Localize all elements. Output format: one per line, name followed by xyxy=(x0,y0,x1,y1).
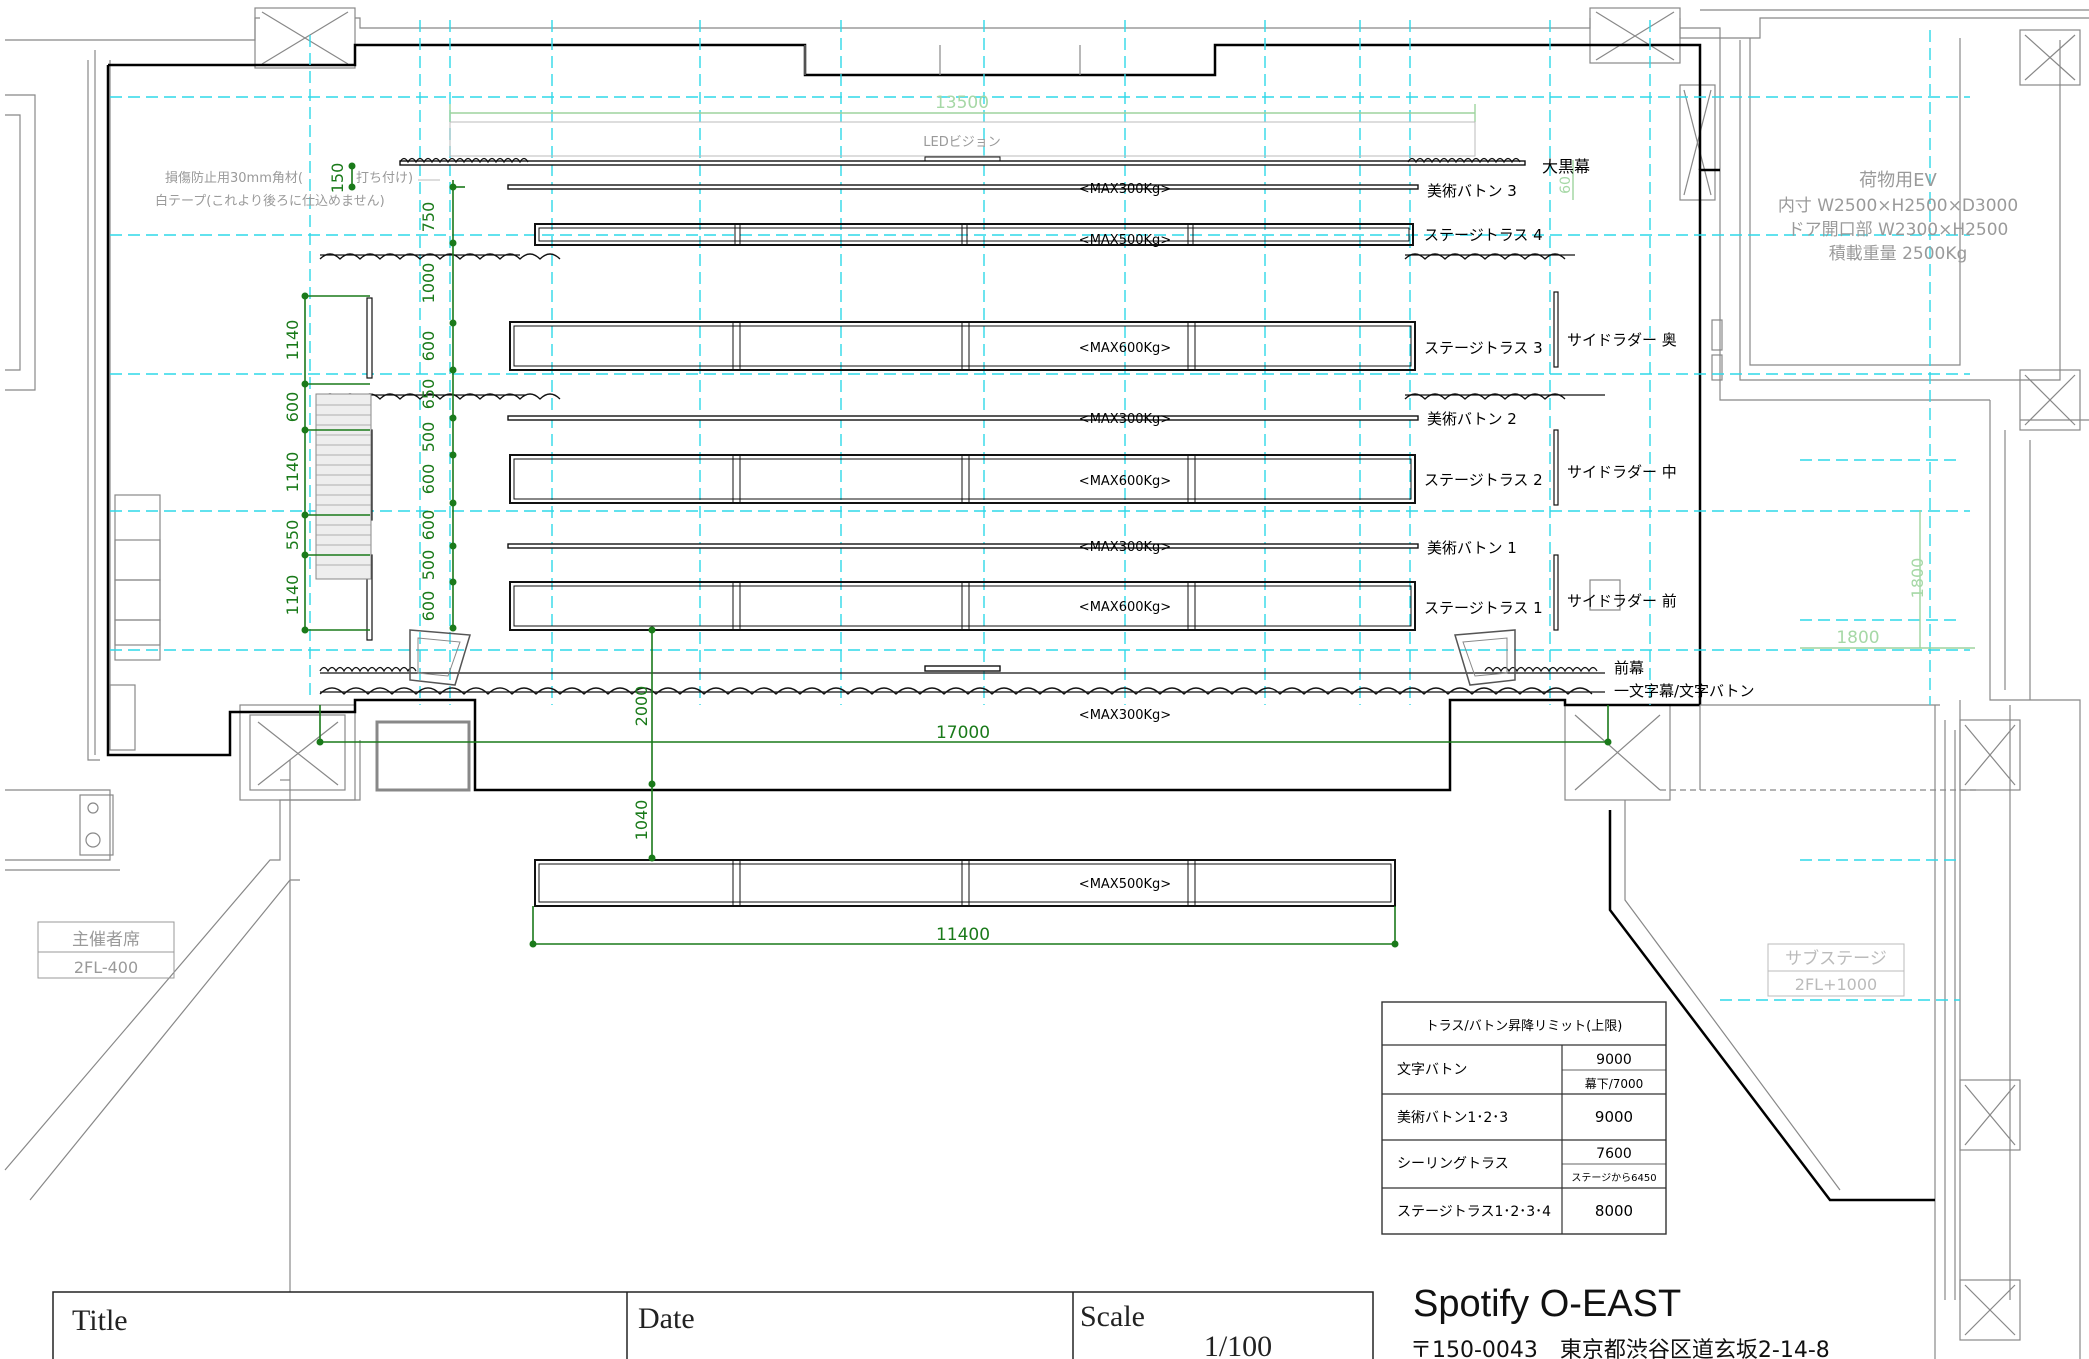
led-vision-label: LEDビジョン xyxy=(923,135,1000,150)
dim-650: 650 xyxy=(419,379,438,410)
ev-line2: ドア開口部 W2300×H2500 xyxy=(1788,220,2009,240)
dim-13500: 13500 xyxy=(935,93,989,113)
sub-stage-name: サブステージ xyxy=(1785,948,1887,969)
limit-row-0-sub: 幕下/7000 xyxy=(1585,1077,1644,1091)
limit-row-1-name: 美術バトン1･2･3 xyxy=(1397,1110,1508,1126)
label-truss4: ステージトラス 4 xyxy=(1424,226,1543,244)
label-ookuromaku: 大黒幕 xyxy=(1542,157,1590,176)
load-bijutsu2: <MAX300Kg> xyxy=(1079,412,1171,427)
dim-1800-h: 1800 xyxy=(1836,628,1879,648)
venue-address: 〒150-0043 東京都渋谷区道玄坂2-14-8 xyxy=(1410,1338,1830,1359)
label-truss1: ステージトラス 1 xyxy=(1424,599,1543,617)
scale-value: 1/100 xyxy=(1204,1330,1272,1359)
dim-60: 60 xyxy=(1558,176,1574,194)
load-bijutsu1: <MAX300Kg> xyxy=(1079,540,1171,555)
label-bijutsu1: 美術バトン 1 xyxy=(1427,539,1517,557)
dim-600c: 600 xyxy=(419,510,438,541)
protect-note-1: 損傷防止用30mm角材( xyxy=(165,170,303,186)
label-truss3: ステージトラス 3 xyxy=(1424,339,1543,357)
load-truss4: <MAX500Kg> xyxy=(1079,233,1171,248)
label-ichimonji: 一文字幕/文字バトン xyxy=(1614,682,1755,700)
building-outline xyxy=(4,7,2089,1359)
dim-150: 150 xyxy=(328,163,347,194)
dim-600d: 600 xyxy=(419,591,438,622)
label-maemaku: 前幕 xyxy=(1614,659,1644,677)
curtain-ookuromaku xyxy=(399,157,1526,166)
label-side-front: サイドラダー 前 xyxy=(1567,592,1677,610)
label-side-back: サイドラダー 奥 xyxy=(1567,331,1677,349)
label-truss2: ステージトラス 2 xyxy=(1424,471,1543,489)
left-1140b: 1140 xyxy=(283,452,302,493)
dim-600a: 600 xyxy=(419,331,438,362)
dim-1000: 1000 xyxy=(419,263,438,304)
protect-note-1b: 打ち付け) xyxy=(356,171,413,186)
load-truss1: <MAX600Kg> xyxy=(1079,600,1171,615)
limit-table: トラス/バトン昇降リミット(上限) 文字バトン 9000 幕下/7000 美術バ… xyxy=(1381,1001,1667,1235)
left-1140c: 1140 xyxy=(283,575,302,616)
limit-row-2-sub: ステージから6450 xyxy=(1571,1172,1656,1184)
dim-17000: 17000 xyxy=(936,723,990,743)
ev-line3: 積載重量 2500Kg xyxy=(1829,244,1968,264)
load-ceiling: <MAX500Kg> xyxy=(1079,877,1171,892)
sub-stage-level: 2FL+1000 xyxy=(1795,975,1877,994)
left-550: 550 xyxy=(283,520,302,551)
limit-row-1-value: 9000 xyxy=(1595,1108,1633,1126)
limit-row-3-name: ステージトラス1･2･3･4 xyxy=(1397,1204,1551,1220)
label-bijutsu3: 美術バトン 3 xyxy=(1427,182,1517,200)
venue-name: Spotify O-EAST xyxy=(1413,1283,1681,1325)
dim-500b: 500 xyxy=(419,550,438,581)
left-1140a: 1140 xyxy=(283,320,302,361)
hall-walls xyxy=(106,43,1940,1202)
limit-row-0-value: 9000 xyxy=(1596,1052,1632,1068)
limit-row-2-value: 7600 xyxy=(1596,1146,1632,1162)
label-side-mid: サイドラダー 中 xyxy=(1567,463,1677,481)
title-block: Title Date Scale 1/100 Spotify O-EAST 〒1… xyxy=(52,1283,1830,1359)
grid-lines xyxy=(110,20,1970,1001)
load-bijutsu3: <MAX300Kg> xyxy=(1079,182,1171,197)
load-ichimonji: <MAX300Kg> xyxy=(1079,708,1171,723)
dim-11400: 11400 xyxy=(936,925,990,945)
limit-table-title: トラス/バトン昇降リミット(上限) xyxy=(1426,1019,1623,1034)
dim-750: 750 xyxy=(419,202,438,233)
drawing-labels: 13500 LEDビジョン 損傷防止用30mm角材( 打ち付け) 白テープ(これ… xyxy=(37,93,2018,997)
dim-600b: 600 xyxy=(419,464,438,495)
limit-row-0-name: 文字バトン xyxy=(1397,1062,1467,1078)
dim-500a: 500 xyxy=(419,422,438,453)
dim-1040: 1040 xyxy=(632,800,651,841)
date-label: Date xyxy=(638,1302,695,1335)
limit-row-3-value: 8000 xyxy=(1595,1202,1633,1220)
host-seat-name: 主催者席 xyxy=(72,930,140,950)
dim-2000: 2000 xyxy=(632,686,651,727)
host-seat-level: 2FL-400 xyxy=(74,958,138,977)
protect-note-2: 白テープ(これより後ろに仕込めません) xyxy=(155,193,385,209)
dim-1800-v: 1800 xyxy=(1908,558,1927,599)
title-label: Title xyxy=(72,1304,128,1337)
ev-line1: 内寸 W2500×H2500×D3000 xyxy=(1778,196,2018,216)
load-truss2: <MAX600Kg> xyxy=(1079,474,1171,489)
limit-row-2-name: シーリングトラス xyxy=(1397,1156,1509,1172)
label-bijutsu2: 美術バトン 2 xyxy=(1427,410,1517,428)
left-600: 600 xyxy=(283,392,302,423)
dimension-lines xyxy=(301,162,1975,948)
ev-title: 荷物用EV xyxy=(1859,170,1937,191)
load-truss3: <MAX600Kg> xyxy=(1079,341,1171,356)
scale-label: Scale xyxy=(1080,1300,1145,1333)
batons-and-trusses xyxy=(315,184,1605,907)
